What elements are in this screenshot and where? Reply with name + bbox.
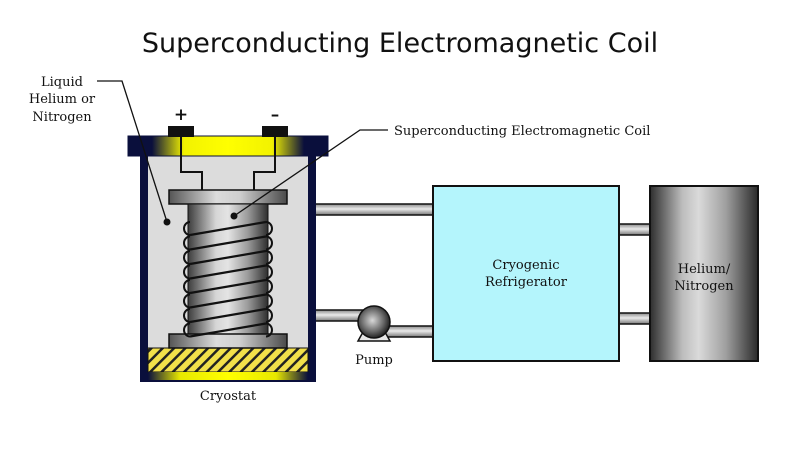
winding-left-loop xyxy=(183,264,191,280)
winding-right-loop xyxy=(265,264,273,280)
cryostat-label: Cryostat xyxy=(200,389,257,404)
refrigerator-label-line2: Refrigerator xyxy=(485,275,568,290)
winding-turn xyxy=(189,293,267,309)
coil-bottom-plate xyxy=(168,333,288,349)
winding-right-loop xyxy=(265,293,273,309)
tank-label-line1: Helium/ xyxy=(678,262,731,277)
winding-left-loop xyxy=(183,293,191,309)
pump xyxy=(356,305,392,342)
winding-left-loop xyxy=(183,279,191,294)
liquid-label-line3: Nitrogen xyxy=(32,110,92,125)
positive-sign: + xyxy=(174,105,188,125)
pump-label: Pump xyxy=(355,353,393,368)
coil-leader-line xyxy=(233,129,388,217)
winding-turn xyxy=(189,264,267,280)
winding-right-loop xyxy=(265,235,273,251)
pipe-cryostat-to-refrigerator-top xyxy=(309,203,435,216)
coil-core xyxy=(187,203,269,335)
coil-label: Superconducting Electromagnetic Coil xyxy=(394,124,650,139)
refrigerator-label-line1: Cryogenic xyxy=(492,258,559,273)
winding-turn xyxy=(189,220,267,237)
tank-label-line2: Nitrogen xyxy=(674,279,734,294)
cryogenic-refrigerator xyxy=(432,185,620,362)
liquid-label-line2: Helium or xyxy=(29,92,96,107)
winding-right-loop xyxy=(265,322,273,338)
cryostat xyxy=(127,126,329,382)
coil-leader-dot xyxy=(230,212,238,220)
cryostat-base-hatch xyxy=(147,347,309,373)
positive-terminal xyxy=(168,126,194,137)
winding-turn xyxy=(189,322,267,338)
pipe-refrigerator-to-tank-top xyxy=(617,223,653,236)
pipe-refrigerator-to-tank-bottom xyxy=(617,312,653,325)
liquid-label-line1: Liquid xyxy=(41,75,83,90)
winding-left-loop xyxy=(183,322,191,338)
winding-left-loop xyxy=(183,235,191,251)
helium-nitrogen-tank xyxy=(649,185,759,362)
positive-wire xyxy=(180,137,203,190)
winding-left-loop xyxy=(183,250,191,265)
winding-turn xyxy=(189,307,267,324)
winding-turn xyxy=(189,235,267,251)
winding-right-loop xyxy=(265,250,273,265)
pump-body xyxy=(357,305,391,339)
winding-turn xyxy=(189,278,267,295)
winding-right-loop xyxy=(265,279,273,294)
liquid-leader-dot xyxy=(163,218,171,226)
negative-wire xyxy=(253,137,276,190)
coil-windings xyxy=(183,220,273,338)
winding-left-loop xyxy=(183,221,191,236)
cryostat-lid xyxy=(127,135,329,157)
liquid-leader-line xyxy=(97,80,168,223)
winding-turn xyxy=(189,249,267,266)
winding-left-loop xyxy=(183,308,191,323)
diagram-title: Superconducting Electromagnetic Coil xyxy=(142,28,658,59)
winding-right-loop xyxy=(265,221,273,236)
cryostat-base-glow xyxy=(148,372,308,380)
winding-right-loop xyxy=(265,308,273,323)
negative-terminal xyxy=(262,126,288,137)
negative-sign: – xyxy=(271,105,280,125)
